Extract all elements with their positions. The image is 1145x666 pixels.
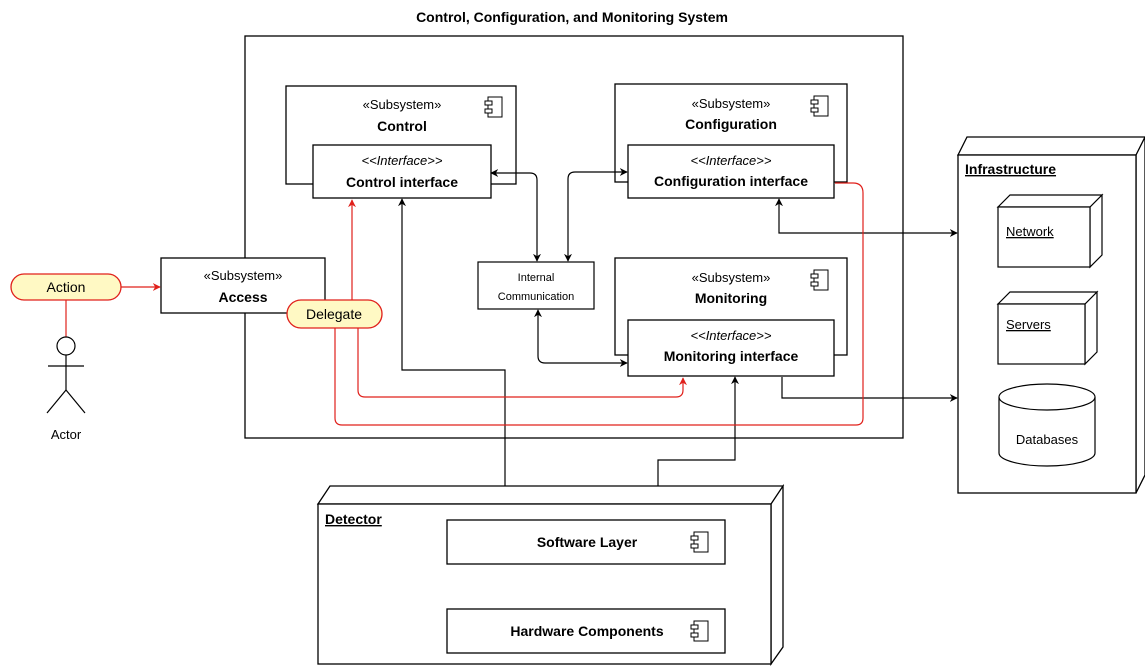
connector-control-to-software-layer [398,198,509,520]
databases-node[interactable]: Databases [998,383,1096,467]
control-interface[interactable]: <<Interface>> Control interface [312,144,492,199]
monitoring-interface-stereotype: <<Interface>> [691,328,772,343]
internal-communication-line1: Internal [518,272,555,284]
access-name: Access [218,289,267,305]
actor[interactable]: Actor [46,300,86,442]
software-layer[interactable]: Software Layer [446,519,726,565]
action-label: Action [47,279,86,295]
hardware-components-label: Hardware Components [510,623,663,639]
databases-label: Databases [1016,432,1079,447]
network-label: Network [1006,224,1054,239]
system-frame [244,35,904,439]
monitoring-name: Monitoring [695,290,767,306]
configuration-stereotype: «Subsystem» [692,96,771,111]
control-stereotype: «Subsystem» [363,97,442,112]
database-cylinder-icon [998,383,1096,467]
hardware-components[interactable]: Hardware Components [446,608,726,654]
configuration-interface-stereotype: <<Interface>> [691,153,772,168]
detector-title: Detector [325,511,382,527]
connector-configuration-to-internal [564,168,628,262]
connector-delegate-to-configuration [334,182,864,426]
servers-node[interactable]: Servers [996,290,1099,366]
infrastructure-title: Infrastructure [965,161,1056,177]
component-icon [690,620,709,642]
component-icon [810,95,829,117]
configuration-name: Configuration [685,116,777,132]
internal-communication[interactable]: Internal Communication [477,261,595,310]
servers-label: Servers [1006,317,1051,332]
network-node[interactable]: Network [996,193,1104,269]
delegate-label: Delegate [306,306,362,322]
configuration-interface[interactable]: <<Interface>> Configuration interface [627,144,835,199]
software-layer-label: Software Layer [537,534,638,550]
connector-control-to-internal [490,169,541,262]
connector-configuration-to-infrastructure [775,198,958,237]
monitoring-interface[interactable]: <<Interface>> Monitoring interface [627,319,835,377]
actor-stick-figure-icon [46,336,86,414]
control-interface-name: Control interface [346,174,458,190]
connector-internal-to-monitoring [534,309,628,367]
action-pill[interactable]: Action [10,273,122,301]
monitoring-stereotype: «Subsystem» [692,270,771,285]
control-name: Control [377,118,427,134]
control-interface-stereotype: <<Interface>> [362,153,443,168]
diagram-title: Control, Configuration, and Monitoring S… [416,9,728,25]
access-stereotype: «Subsystem» [204,268,283,283]
internal-communication-line2: Communication [498,291,574,303]
component-icon [810,269,829,291]
configuration-interface-name: Configuration interface [654,173,808,189]
connector-delegate-to-monitoring [357,328,687,398]
connector-monitoring-to-infrastructure [781,377,958,402]
delegate-pill[interactable]: Delegate [286,299,383,329]
component-icon [690,531,709,553]
actor-label: Actor [51,427,82,442]
component-icon [484,96,503,118]
monitoring-interface-name: Monitoring interface [664,348,799,364]
